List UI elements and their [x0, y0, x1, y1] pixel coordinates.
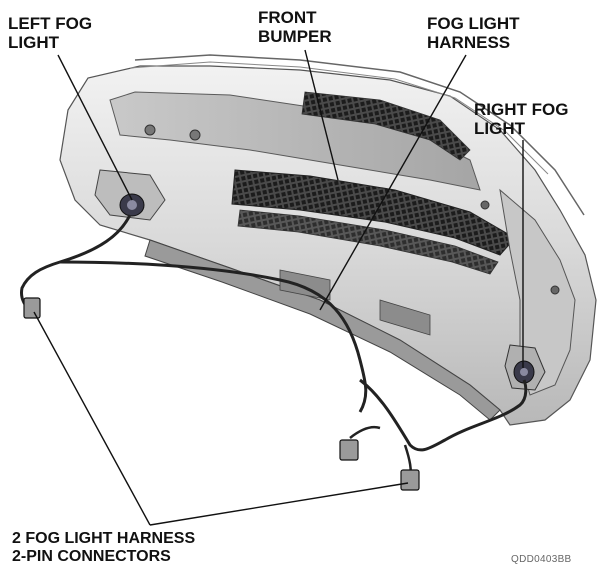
- connectors-label: 2 FOG LIGHT HARNESS 2-PIN CONNECTORS: [12, 530, 195, 566]
- harness-connector-bottom: [401, 470, 419, 490]
- connectors-label-line2: 2-PIN CONNECTORS: [12, 548, 195, 566]
- figure-code: QDD0403BB: [511, 554, 572, 565]
- left-fog-label-line1: LEFT FOG: [8, 14, 92, 33]
- fog-light-harness-label: FOG LIGHT HARNESS: [427, 14, 520, 52]
- front-bumper-label-line2: BUMPER: [258, 27, 332, 46]
- harness-label-line2: HARNESS: [427, 33, 520, 52]
- leader-connector-left: [34, 312, 150, 525]
- front-bumper-label-line1: FRONT: [258, 8, 332, 27]
- right-fog-light: [514, 361, 534, 383]
- right-fog-label-line1: RIGHT FOG: [474, 100, 568, 119]
- left-fog-light: [120, 194, 144, 216]
- left-fog-label-line2: LIGHT: [8, 33, 92, 52]
- harness-label-line1: FOG LIGHT: [427, 14, 520, 33]
- left-fog-light-label: LEFT FOG LIGHT: [8, 14, 92, 52]
- harness-connector-left: [24, 298, 40, 318]
- leader-connector-right: [150, 483, 408, 525]
- harness-connector-center: [340, 440, 358, 460]
- front-bumper-label: FRONT BUMPER: [258, 8, 332, 46]
- connectors-label-line1: 2 FOG LIGHT HARNESS: [12, 530, 195, 548]
- right-fog-label-line2: LIGHT: [474, 119, 568, 138]
- right-fog-light-label: RIGHT FOG LIGHT: [474, 100, 568, 138]
